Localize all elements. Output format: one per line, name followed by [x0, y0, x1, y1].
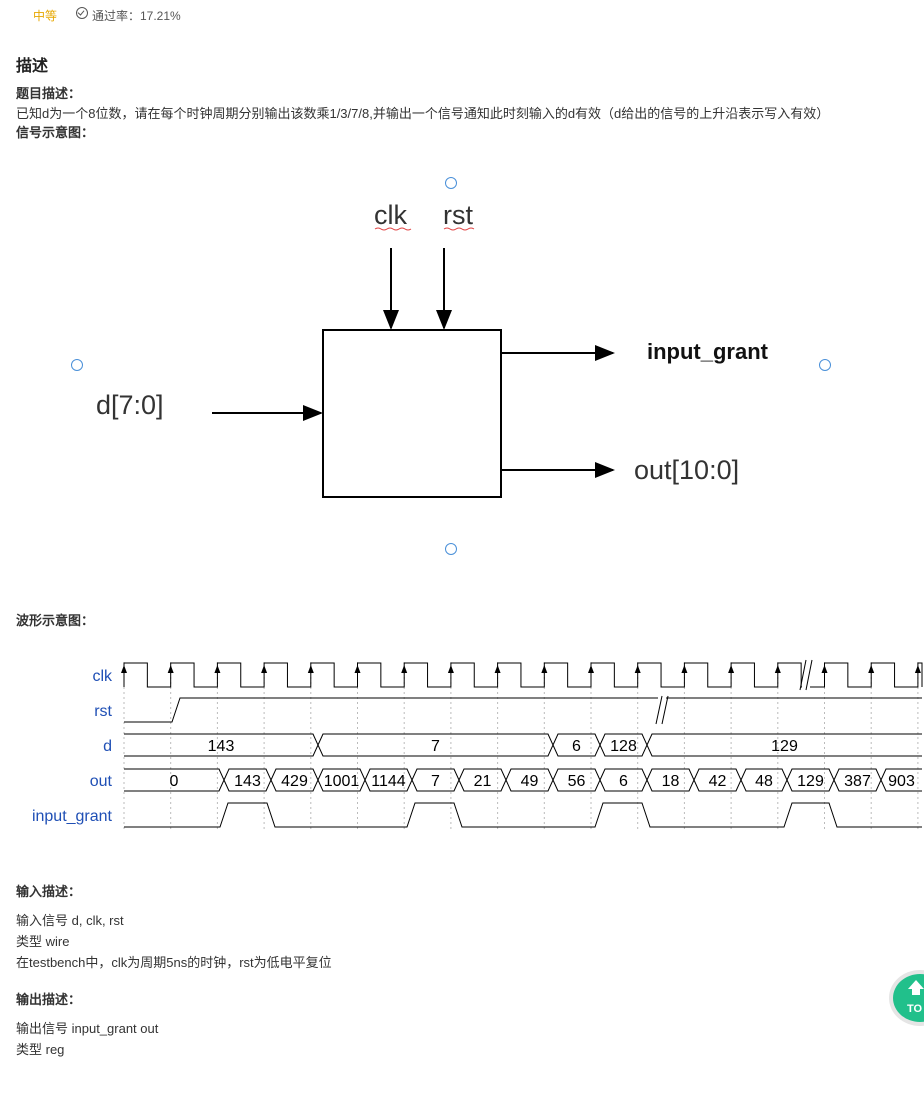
out-value: 48 [755, 773, 773, 790]
out-value: 21 [474, 773, 492, 790]
out-segment [880, 768, 922, 792]
problem-text: 已知d为一个8位数，请在每个时钟周期分别输出该数乘1/3/7/8,并输出一个信号… [16, 106, 830, 121]
resize-handle-left[interactable] [71, 359, 83, 371]
out-label: out[10:0] [634, 455, 739, 485]
out-value: 18 [662, 773, 680, 790]
pass-rate: 通过率：17.21% [92, 9, 181, 23]
break-mark [655, 695, 663, 725]
out-value: 129 [797, 773, 824, 790]
break-mark [805, 659, 813, 691]
out-value: 1144 [371, 773, 406, 790]
out-value: 0 [170, 773, 179, 790]
arrow-up-icon-stem [912, 989, 920, 995]
output-desc-label: 输出描述： [16, 992, 82, 1007]
block-diagram: clk rst d[7:0] input_grant out[10:0] [96, 200, 769, 498]
out-value: 1001 [324, 773, 360, 790]
back-to-top-button[interactable]: TO [893, 974, 924, 1022]
back-to-top-label: TO [907, 1003, 923, 1015]
out-value: 49 [521, 773, 539, 790]
out-value: 387 [844, 773, 871, 790]
input-note-line: 在testbench中，clk为周期5ns的时钟，rst为低电平复位 [16, 955, 332, 970]
arrow-up-icon [908, 980, 924, 989]
waveform-label: 波形示意图： [16, 613, 95, 628]
out-value: 6 [619, 773, 628, 790]
break-gap [802, 660, 810, 690]
out-value: 42 [709, 773, 727, 790]
check-circle-icon [76, 7, 88, 19]
out-value: 429 [281, 773, 308, 790]
rst-wave [124, 697, 922, 723]
waveform-diagram: clk rst d out input_grant 143 7 6 128 129 0 143 42… [32, 659, 923, 830]
section-title-description: 描述 [16, 58, 49, 75]
difficulty-badge: 中等 [33, 9, 58, 23]
out-value: 903 [888, 773, 915, 790]
output-type-line: 类型 reg [16, 1042, 65, 1057]
input-signal-line: 输入信号 d, clk, rst [16, 913, 124, 928]
signal-name-rst: rst [94, 703, 112, 720]
d-value: 129 [771, 738, 798, 755]
d-value: 7 [431, 738, 440, 755]
signal-name-input-grant: input_grant [32, 808, 113, 825]
d-value: 6 [572, 738, 581, 755]
d-segment [646, 733, 922, 757]
break-gap [658, 696, 666, 724]
d-label: d[7:0] [96, 390, 164, 420]
input-desc-label: 输入描述： [16, 884, 82, 899]
break-mark [661, 695, 669, 725]
spell-underline [443, 227, 475, 231]
signal-name-out: out [90, 773, 113, 790]
signal-name-d: d [103, 738, 112, 755]
input-type-line: 类型 wire [16, 934, 70, 949]
d-value: 128 [610, 738, 637, 755]
input-grant-wave [124, 802, 922, 828]
break-mark [799, 659, 807, 691]
resize-handle-top[interactable] [445, 177, 457, 189]
resize-handle-bottom[interactable] [445, 543, 457, 555]
signal-name-clk: clk [92, 668, 113, 685]
d-value: 143 [208, 738, 235, 755]
output-signal-line: 输出信号 input_grant out [16, 1021, 159, 1036]
problem-label: 题目描述： [16, 86, 82, 101]
spell-underline [374, 227, 412, 231]
rst-label: rst [443, 200, 473, 230]
module-box [322, 329, 502, 498]
out-value: 7 [431, 773, 440, 790]
out-value: 143 [234, 773, 261, 790]
resize-handle-right[interactable] [819, 359, 831, 371]
clk-label: clk [374, 200, 407, 230]
input-grant-label: input_grant [647, 339, 769, 364]
signal-diagram-label: 信号示意图： [16, 125, 95, 140]
out-value: 56 [568, 773, 586, 790]
